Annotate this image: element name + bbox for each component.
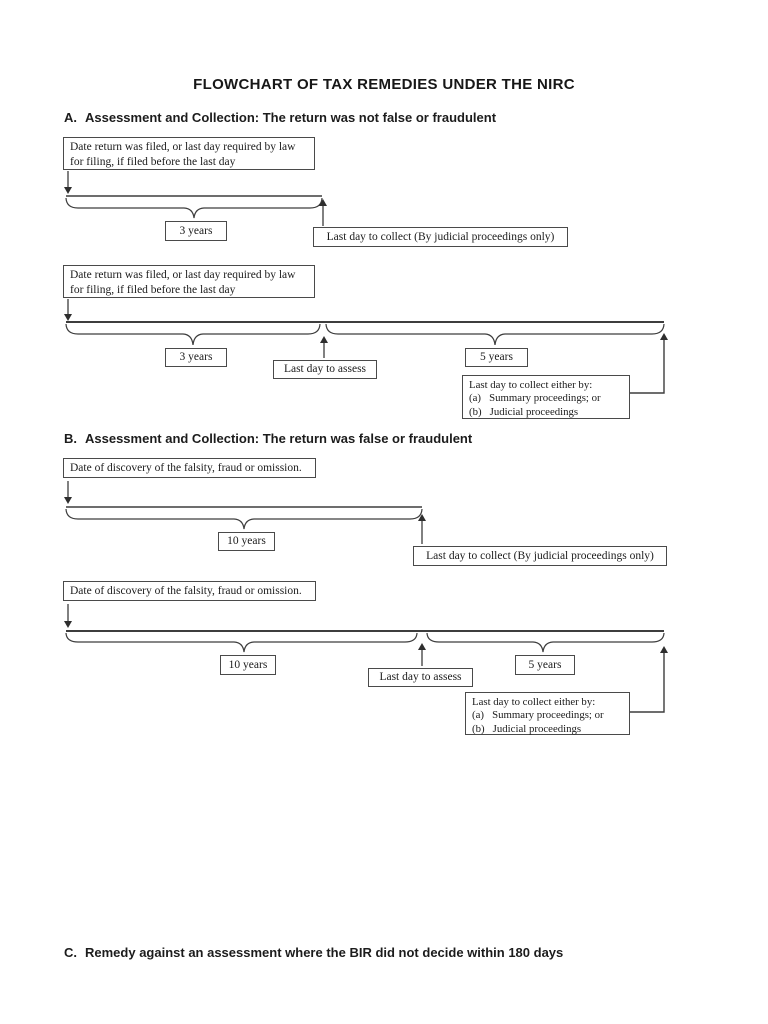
a1-down-arrow <box>64 171 72 194</box>
a1-start-event-box: Date return was filed, or last day requi… <box>63 137 315 170</box>
a2-collect-line-3: (b) Judicial proceedings <box>469 405 579 418</box>
b2-start-event-box: Date of discovery of the falsity, fraud … <box>63 581 316 601</box>
b1-up-arrow <box>418 514 426 544</box>
b2-last-day-assess-box: Last day to assess <box>368 668 473 687</box>
a2-assess-duration-box: 3 years <box>165 348 227 367</box>
a1-brace <box>65 197 323 219</box>
a2-start-event-box: Date return was filed, or last day requi… <box>63 265 315 298</box>
page-title: FLOWCHART OF TAX REMEDIES UNDER THE NIRC <box>193 76 575 93</box>
b2-collect-line-2: (a) Summary proceedings; or <box>472 709 604 722</box>
section-a-heading: A. Assessment and Collection: The return… <box>64 110 496 125</box>
a2-collect-line-2: (a) Summary proceedings; or <box>469 392 601 405</box>
section-b-heading: B. Assessment and Collection: The return… <box>64 431 472 446</box>
section-c-label: C. <box>64 945 77 960</box>
b2-collect-line-1: Last day to collect either by: <box>472 696 596 708</box>
b2-down-arrow <box>64 604 72 628</box>
b2-assess-duration-box: 10 years <box>220 655 276 675</box>
a2-down-arrow <box>64 299 72 321</box>
section-b-label: B. <box>64 431 77 446</box>
section-c-heading-text: Remedy against an assessment where the B… <box>85 945 564 960</box>
b2-up-arrow-assess <box>418 643 426 666</box>
b2-brace-collect <box>426 632 665 653</box>
b2-collect-line-3: (b) Judicial proceedings <box>472 722 582 735</box>
a2-collect-duration-box: 5 years <box>465 348 528 367</box>
a2-up-arrow-assess <box>320 336 328 358</box>
a2-last-day-assess-box: Last day to assess <box>273 360 377 379</box>
b2-collect-connector-arrow <box>628 646 668 713</box>
b1-brace <box>65 508 423 530</box>
b1-down-arrow <box>64 481 72 504</box>
section-c-heading: C. Remedy against an assessment where th… <box>64 945 563 960</box>
a2-brace-collect <box>325 323 665 346</box>
b1-duration-box: 10 years <box>218 532 275 551</box>
a1-last-day-collect-box: Last day to collect (By judicial proceed… <box>313 227 568 247</box>
b1-last-day-collect-box: Last day to collect (By judicial proceed… <box>413 546 667 566</box>
b1-start-event-box: Date of discovery of the falsity, fraud … <box>63 458 316 478</box>
a2-brace-assess <box>65 323 321 346</box>
a2-last-day-collect-box: Last day to collect either by: (a) Summa… <box>462 375 630 419</box>
b2-last-day-collect-box: Last day to collect either by: (a) Summa… <box>465 692 630 735</box>
a1-up-arrow <box>319 199 327 226</box>
b2-collect-duration-box: 5 years <box>515 655 575 675</box>
b2-brace-assess <box>65 632 418 653</box>
section-a-label: A. <box>64 110 77 125</box>
a1-duration-box: 3 years <box>165 221 227 241</box>
section-b-heading-text: Assessment and Collection: The return wa… <box>85 431 473 446</box>
section-a-heading-text: Assessment and Collection: The return wa… <box>85 110 497 125</box>
a2-collect-connector-arrow <box>628 333 668 394</box>
a2-collect-line-1: Last day to collect either by: <box>469 379 593 391</box>
